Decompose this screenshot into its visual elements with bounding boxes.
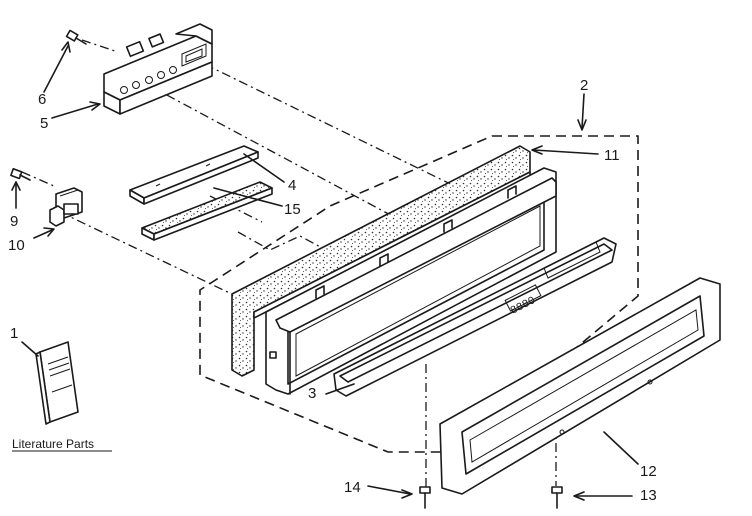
panel-frame-11 [265,167,557,395]
callout-6: 6 [38,91,46,108]
bracket-4 [129,145,259,205]
literature-booklet [35,341,79,425]
control-housing [103,23,213,115]
screw-6 [65,29,87,45]
callout-9: 9 [10,213,18,230]
literature-caption: Literature Parts [12,437,94,451]
callout-3: 3 [308,385,316,402]
callout-2: 2 [580,77,588,94]
leader-lines [11,41,639,501]
screw-13 [551,486,563,509]
callout-11: 11 [604,147,620,164]
callout-1: 1 [10,325,18,342]
assembly-boundary-dashed [199,135,639,453]
callout-15: 15 [284,201,301,218]
screw-9 [10,168,31,181]
callout-10: 10 [8,237,25,254]
callout-5: 5 [40,115,48,132]
callout-4: 4 [288,177,296,194]
outer-trim-12 [439,277,721,495]
latch-clip-10 [49,187,83,227]
callout-13: 13 [640,487,657,504]
display-panel-3: 8880 [333,237,617,397]
screw-14 [419,486,431,509]
callout-14: 14 [344,479,361,496]
callout-12: 12 [640,463,657,480]
